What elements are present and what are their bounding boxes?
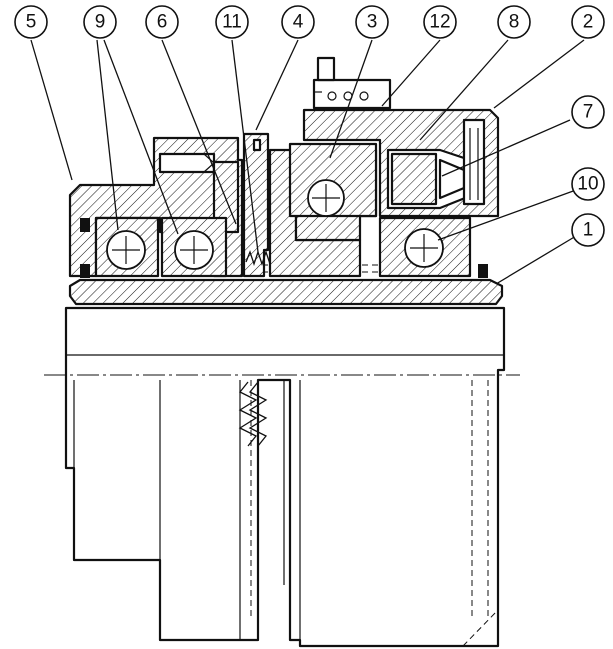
callout-4: 4 xyxy=(281,5,315,39)
callout-3: 3 xyxy=(355,5,389,39)
callout-1-label: 1 xyxy=(583,220,594,241)
callout-6-label: 6 xyxy=(157,12,168,33)
callout-12-label: 12 xyxy=(429,12,450,33)
bearing-center xyxy=(288,142,378,218)
callout-12: 12 xyxy=(423,5,457,39)
callout-9-label: 9 xyxy=(95,12,106,33)
callout-7: 7 xyxy=(571,95,605,129)
callout-1: 1 xyxy=(571,213,605,247)
armature-disc xyxy=(242,132,270,278)
bearing-left-outer xyxy=(94,216,160,278)
callout-8-label: 8 xyxy=(509,12,520,33)
callout-4-label: 4 xyxy=(293,12,304,33)
callout-10-label: 10 xyxy=(577,174,598,195)
bearing-left-inner xyxy=(160,216,228,278)
callout-2-label: 2 xyxy=(583,12,594,33)
seal-left-upper xyxy=(80,218,90,232)
callout-8: 8 xyxy=(497,5,531,39)
bearing-right xyxy=(378,216,472,278)
callout-5-label: 5 xyxy=(26,12,37,33)
callout-11-label: 11 xyxy=(222,12,242,33)
seal-left-lower xyxy=(80,264,90,278)
callout-9: 9 xyxy=(83,5,117,39)
seal-right xyxy=(478,264,488,278)
callout-3-label: 3 xyxy=(367,12,378,33)
callout-6: 6 xyxy=(145,5,179,39)
callout-11: 11 xyxy=(215,5,249,39)
leader-lines xyxy=(30,39,585,285)
callout-5: 5 xyxy=(14,5,48,39)
lower-body-outline xyxy=(64,306,506,648)
field-coil xyxy=(386,148,472,210)
callout-2: 2 xyxy=(571,5,605,39)
callout-10: 10 xyxy=(571,167,605,201)
callout-7-label: 7 xyxy=(583,102,594,123)
